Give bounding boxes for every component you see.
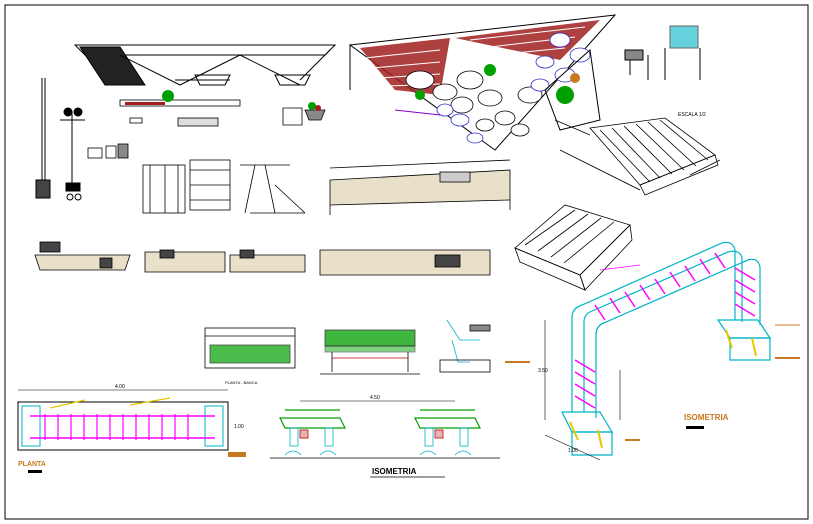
stair-perspective (554, 117, 721, 196)
bench-section-details (142, 159, 306, 214)
pergola-elevation (73, 44, 337, 86)
arch-dim-height: 3.50 (538, 368, 548, 374)
planta-title: PLANTA (18, 461, 46, 468)
pergola-plan (17, 389, 246, 457)
stair-scale-label: ESCALA 1/2 (678, 112, 706, 118)
planta-dim-side: 1.00 (234, 424, 244, 430)
isometria-right-title: ISOMETRIA (684, 413, 729, 422)
planter-perspective (514, 204, 641, 291)
bench-isometric-left (279, 409, 346, 456)
gate-elevation (624, 25, 701, 80)
isometria-right-scale-bar (686, 426, 704, 429)
arch-isometric (505, 241, 800, 461)
bench-front-elevation (320, 329, 420, 375)
bench-side-elevation (439, 319, 491, 373)
bench-plan (204, 327, 296, 369)
lamp-post-elevation (35, 78, 85, 201)
planta-scale-bar (28, 470, 42, 473)
benches-dim: 4.50 (370, 395, 380, 401)
planter-detail (544, 49, 601, 131)
ground-profile-section (329, 159, 511, 215)
bench-isometric-right (414, 409, 481, 456)
arch-dim-base: 1.00 (568, 448, 578, 454)
sheet-border (4, 4, 809, 520)
planta-banca-label: PLANTA - BANCA (225, 380, 258, 385)
paving-sections (34, 241, 491, 276)
isometria-bottom-title: ISOMETRIA (372, 467, 417, 476)
planta-dim-top: 4.00 (115, 384, 125, 390)
plaza-plan (348, 14, 617, 151)
small-details-row (87, 90, 326, 159)
